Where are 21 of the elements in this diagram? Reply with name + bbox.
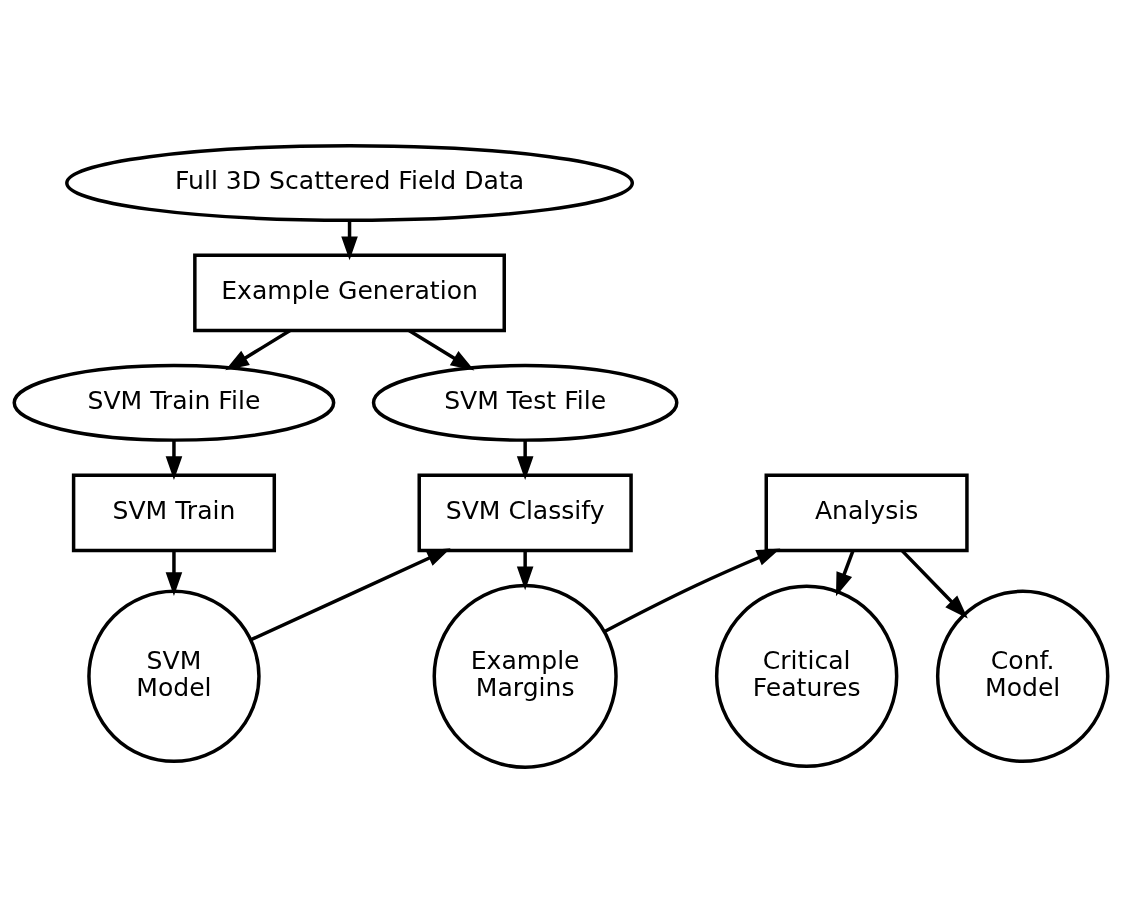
node-ellipse: Full 3D Scattered Field Data	[65, 143, 635, 222]
node-circle: Critical Features	[714, 584, 899, 768]
arrow	[165, 440, 183, 480]
node-ellipse: SVM Test File	[371, 363, 679, 442]
arrow	[835, 549, 855, 596]
arrow	[250, 547, 451, 641]
arrow	[516, 550, 534, 590]
node-box: Analysis	[764, 472, 969, 552]
node-box: Example Generation	[193, 253, 506, 332]
arrow	[225, 328, 291, 370]
node-box: SVM Classify	[417, 472, 633, 552]
node-circle: Conf. Model	[935, 589, 1110, 763]
arrow	[516, 440, 534, 480]
node-ellipse: SVM Train File	[12, 363, 336, 442]
arrow	[408, 328, 475, 370]
node-circle: Example Margins	[432, 583, 618, 769]
node-box: SVM Train	[71, 472, 277, 552]
arrow	[165, 550, 183, 596]
node-circle: SVM Model	[87, 589, 261, 763]
arrow	[900, 548, 968, 618]
arrow	[603, 548, 781, 633]
